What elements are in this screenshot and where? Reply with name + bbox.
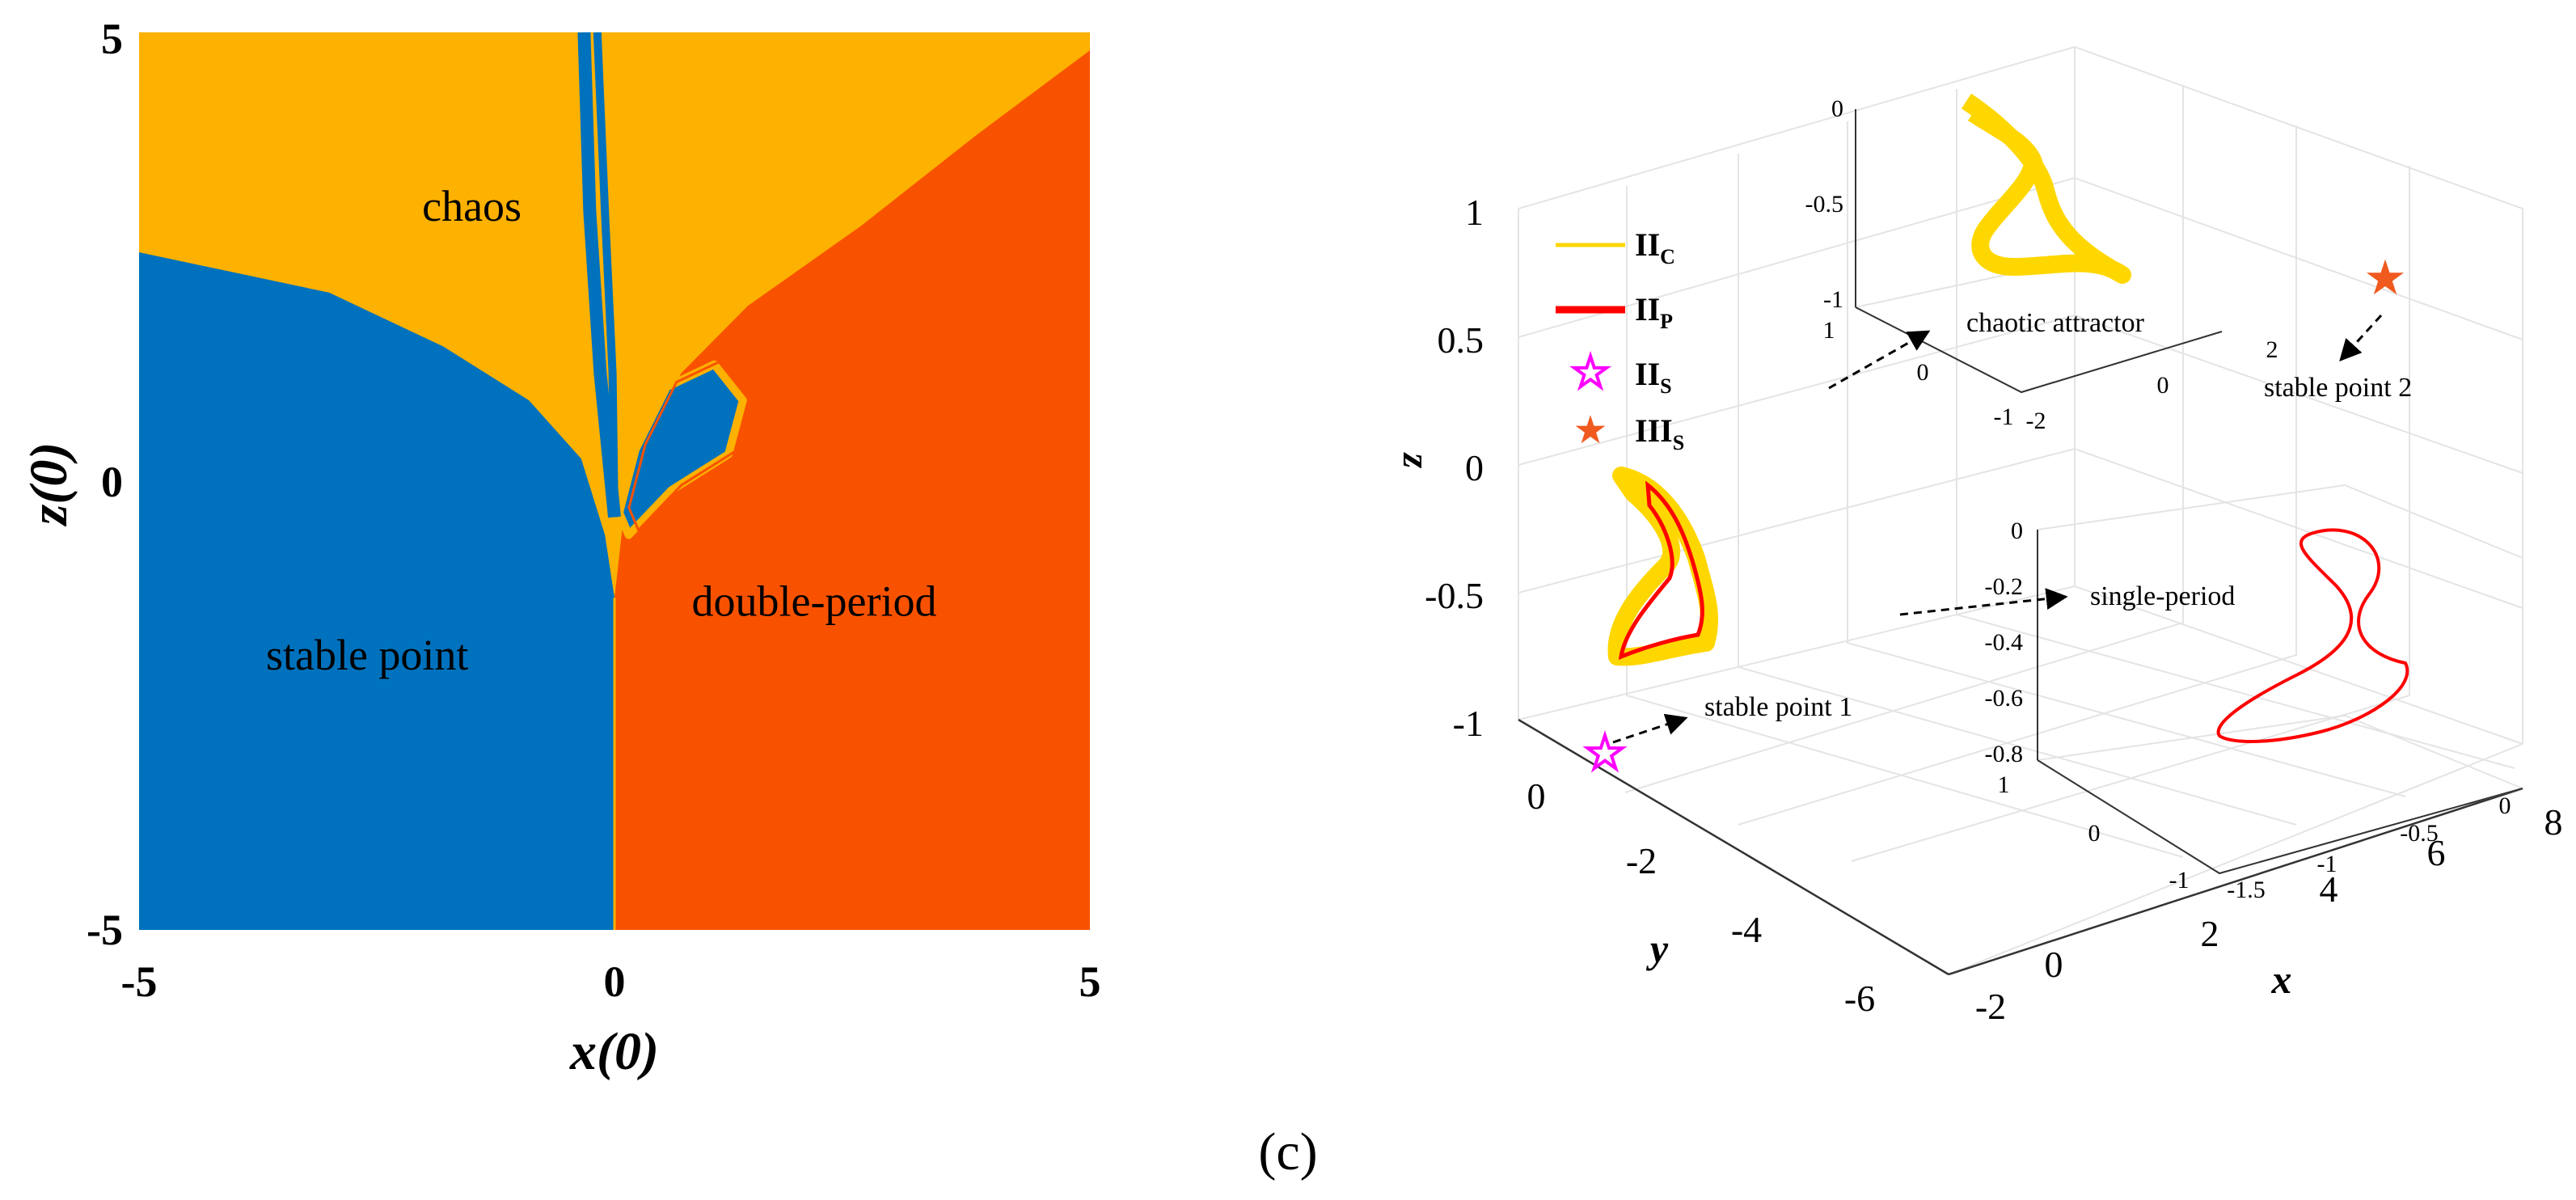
- x-tick-label: 8: [2544, 801, 2563, 843]
- inset-z-tick: -1: [1823, 286, 1843, 313]
- y-tick-label: -2: [1626, 840, 1657, 881]
- x-tick-label: 0: [2045, 944, 2063, 985]
- inset-z-tick: -0.8: [1985, 741, 2024, 767]
- region-double-period: [614, 50, 1090, 930]
- inset-y-tick: -1.5: [2227, 877, 2266, 903]
- inset-z-tick: -0.4: [1985, 629, 2024, 656]
- inset-x-tick: 1: [1823, 317, 1835, 344]
- region-label-stable-point: stable point: [266, 631, 468, 679]
- inset-y-tick: -2: [2026, 408, 2046, 434]
- legend-label-II-C: IIC: [1635, 226, 1675, 268]
- chaotic-attractor-inset-trajectory: [1961, 93, 2131, 284]
- inset-z-tick: -0.2: [1985, 573, 2024, 600]
- z-tick-label: 0.5: [1438, 319, 1484, 361]
- annotation-single-period: single-period: [2090, 581, 2235, 611]
- region-stable-point: [139, 252, 614, 930]
- arrow-chaotic-attractor: [1828, 330, 1931, 390]
- inset-y-tick: 0: [2157, 372, 2169, 399]
- single-period-inset: 0 -0.2 -0.4 -0.6 -0.8 1 0 -1 -1.5 -1 -0.…: [1899, 484, 2523, 903]
- inset-z-tick: 0: [1831, 95, 1843, 122]
- inset-y-tick: -0.5: [2400, 820, 2439, 847]
- inset-x-tick: 1: [1998, 771, 2010, 798]
- z-tick-label: -0.5: [1425, 575, 1484, 616]
- y-axis-label: y: [1646, 926, 1669, 971]
- periodic-trajectory-main: [1618, 480, 1704, 660]
- x-tick-label: 5: [1079, 957, 1101, 1006]
- chaotic-attractor-inset: 0 -0.5 -1 1 0 -1 -2 0 2 chaotic attracto…: [1805, 93, 2278, 434]
- x-tick-label: -2: [1975, 986, 2006, 1027]
- annotation-chaotic-attractor: chaotic attractor: [1966, 308, 2145, 338]
- axes-lines: [1518, 718, 2523, 976]
- basin-of-attraction-chart: chaos stable point double-period -5 0 5 …: [19, 15, 1101, 1081]
- inset-z-tick: -0.6: [1985, 685, 2024, 712]
- legend-label-III-S: IIIS: [1635, 412, 1684, 454]
- legend-label-II-S: IIS: [1635, 356, 1672, 398]
- x-tick-label: 2: [2201, 913, 2219, 954]
- x-tick-label: 4: [2320, 868, 2338, 910]
- x-axis-label: x(0): [569, 1022, 659, 1081]
- z-tick-label: 1: [1465, 192, 1484, 233]
- z-tick-label: 0: [1465, 447, 1484, 488]
- x-tick-label: 6: [2427, 832, 2446, 873]
- single-period-inset-trajectory: [2216, 528, 2409, 743]
- legend-label-II-P: IIP: [1635, 291, 1673, 333]
- inset-z-tick: -0.5: [1805, 191, 1844, 218]
- region-label-double-period: double-period: [692, 577, 937, 626]
- inset-y-tick: 2: [2266, 336, 2278, 363]
- y-tick-label: -4: [1731, 909, 1762, 950]
- y-tick-label: 0: [1527, 775, 1546, 817]
- inset-z-tick: 0: [2011, 518, 2023, 544]
- figure-label: (c): [1258, 1122, 1317, 1181]
- y-tick-label: 0: [101, 458, 123, 506]
- inset-y-tick: -1: [2317, 851, 2337, 877]
- z-axis-label: z: [1395, 452, 1438, 469]
- phase-portrait-3d-chart: 1 0.5 0 -0.5 -1 z 0 -2 -4 -6 y -2 0 2 4 …: [1395, 45, 2563, 1027]
- y-tick-label: 5: [101, 15, 123, 63]
- loop-island-rim: [627, 357, 754, 533]
- x-axis-label: x: [2271, 957, 2292, 1002]
- inset-x-tick: 0: [2088, 820, 2101, 847]
- region-spike-right: [593, 32, 619, 518]
- x-tick-label: -5: [121, 957, 158, 1006]
- y-axis-label: z(0): [19, 442, 78, 527]
- inset-x-tick: 0: [1917, 359, 1929, 386]
- annotation-stable-point-2: stable point 2: [2264, 373, 2412, 403]
- region-label-chaos: chaos: [422, 182, 522, 230]
- annotation-stable-point-1: stable point 1: [1704, 692, 1852, 722]
- region-spike-left: [577, 32, 621, 518]
- legend-star-III-S: ★: [1573, 409, 1607, 452]
- legend: IIC IIP ★ IIS ★ IIIS: [1556, 226, 1684, 454]
- y-tick-label: -6: [1844, 978, 1875, 1019]
- y-tick-label: -5: [87, 906, 123, 954]
- legend-star-II-S: ★: [1572, 350, 1610, 396]
- star-stable-point-1: ★: [1585, 729, 1625, 779]
- arrow-single-period: [1899, 588, 2068, 616]
- arrow-stable-point-2: [2339, 314, 2383, 361]
- inset-x-tick: -1: [1994, 404, 2014, 430]
- inset-y-tick: 0: [2499, 792, 2511, 819]
- x-tick-label: 0: [604, 957, 626, 1006]
- star-stable-point-2: ★: [2363, 251, 2407, 305]
- z-tick-label: -1: [1453, 703, 1484, 744]
- inset-x-tick: -1: [2169, 867, 2190, 894]
